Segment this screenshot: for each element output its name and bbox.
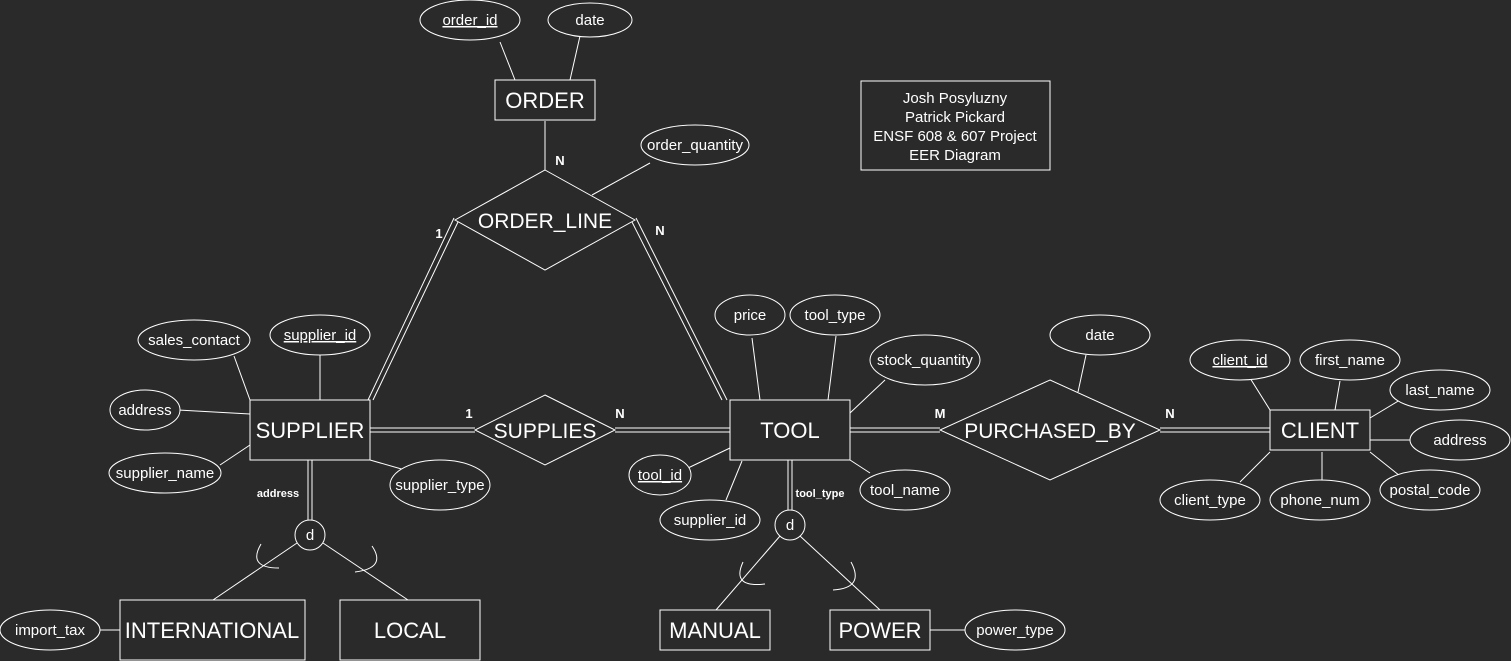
card-supplier-supplies: 1: [465, 406, 472, 421]
note-line-2: Patrick Pickard: [905, 109, 1005, 126]
card-client-purchased: N: [1165, 406, 1174, 421]
attribute-power-type: power_type: [964, 609, 1066, 651]
relationship-purchased-by: PURCHASED_BY: [938, 379, 1162, 481]
attribute-last-name: last_name: [1389, 369, 1491, 411]
attribute-tool-id-label: tool_id: [638, 467, 682, 484]
entity-client: CLIENT: [1269, 409, 1371, 451]
attribute-sales-contact-label: sales_contact: [148, 332, 241, 349]
tool-disjoint-circle: d: [774, 509, 806, 541]
relationship-purchased-by-label: PURCHASED_BY: [964, 420, 1136, 443]
attribute-supplier-id-label: supplier_id: [284, 327, 357, 344]
card-tool-orderline: N: [655, 223, 664, 238]
attribute-tool-id: tool_id: [628, 454, 692, 496]
attribute-tool-type: tool_type: [789, 294, 881, 336]
entity-manual-label: MANUAL: [669, 618, 761, 643]
attribute-sales-contact: sales_contact: [137, 319, 251, 361]
attribute-client-address: address: [1409, 419, 1511, 461]
attribute-client-type: client_type: [1159, 479, 1261, 521]
entity-client-label: CLIENT: [1281, 418, 1359, 443]
attribute-order-date: date: [547, 2, 633, 38]
card-tool-supplies: N: [615, 406, 624, 421]
attribute-stock-quantity: stock_quantity: [869, 334, 981, 386]
attribute-order-id-label: order_id: [442, 12, 497, 29]
attribute-price-label: price: [734, 307, 767, 324]
entity-power-label: POWER: [838, 618, 921, 643]
entity-supplier: SUPPLIER: [249, 399, 371, 461]
attribute-order-quantity-label: order_quantity: [647, 137, 743, 154]
attribute-tool-name: tool_name: [859, 469, 951, 511]
note-line-1: Josh Posyluzny: [903, 90, 1008, 107]
attribute-postal-code-label: postal_code: [1390, 482, 1471, 499]
relationship-supplies: SUPPLIES: [473, 394, 617, 466]
entity-manual: MANUAL: [659, 609, 771, 651]
attribute-power-type-label: power_type: [976, 622, 1054, 639]
attribute-supplier-name: supplier_name: [108, 452, 222, 494]
entity-power: POWER: [829, 609, 931, 651]
attribute-phone-num: phone_num: [1269, 479, 1371, 521]
attribute-purchase-date: date: [1049, 314, 1151, 356]
author-note: Josh Posyluzny Patrick Pickard ENSF 608 …: [860, 80, 1051, 171]
attribute-client-address-label: address: [1433, 432, 1486, 449]
entity-local: LOCAL: [339, 599, 481, 661]
attribute-tool-supplier-id: supplier_id: [659, 499, 761, 541]
attribute-import-tax: import_tax: [0, 609, 101, 651]
attribute-order-id: order_id: [419, 0, 521, 41]
attribute-postal-code: postal_code: [1379, 469, 1481, 511]
entity-tool-label: TOOL: [760, 418, 820, 443]
note-line-4: EER Diagram: [909, 147, 1001, 164]
attribute-supplier-address-label: address: [118, 402, 171, 419]
attribute-supplier-type: supplier_type: [389, 459, 491, 511]
card-order-orderline: N: [555, 153, 564, 168]
entity-local-label: LOCAL: [374, 618, 446, 643]
entity-international: INTERNATIONAL: [119, 599, 306, 661]
attribute-supplier-id: supplier_id: [269, 314, 371, 356]
attribute-client-id: client_id: [1189, 339, 1291, 381]
card-tool-purchased: M: [935, 406, 946, 421]
attribute-client-type-label: client_type: [1174, 492, 1246, 509]
attribute-import-tax-label: import_tax: [15, 622, 86, 639]
attribute-client-id-label: client_id: [1212, 352, 1267, 369]
relationship-order-line: ORDER_LINE: [453, 169, 637, 271]
attribute-order-quantity: order_quantity: [640, 124, 750, 166]
relationship-supplies-label: SUPPLIES: [494, 420, 597, 443]
connector-lines: [100, 35, 1410, 631]
attribute-price: price: [714, 294, 786, 336]
tool-disjoint-label: d: [786, 517, 794, 534]
note-line-3: ENSF 608 & 607 Project: [873, 128, 1037, 145]
entity-international-label: INTERNATIONAL: [125, 618, 299, 643]
entity-supplier-label: SUPPLIER: [256, 418, 365, 443]
attribute-supplier-name-label: supplier_name: [116, 465, 214, 482]
attribute-last-name-label: last_name: [1405, 382, 1474, 399]
card-supplier-orderline: 1: [435, 226, 442, 241]
attribute-phone-num-label: phone_num: [1280, 492, 1359, 509]
attribute-first-name: first_name: [1299, 339, 1401, 381]
tool-discriminator-label: tool_type: [796, 488, 845, 500]
entity-order: ORDER: [494, 79, 596, 121]
attribute-first-name-label: first_name: [1315, 352, 1385, 369]
attribute-supplier-type-label: supplier_type: [395, 477, 484, 494]
supplier-disjoint-label: d: [306, 527, 314, 544]
attribute-order-date-label: date: [575, 12, 604, 29]
entity-order-label: ORDER: [505, 88, 584, 113]
entity-tool: TOOL: [729, 399, 851, 461]
attribute-stock-quantity-label: stock_quantity: [877, 352, 973, 369]
attribute-supplier-address: address: [109, 389, 181, 431]
supplier-discriminator-label: address: [257, 488, 299, 500]
supplier-disjoint-circle: d: [294, 519, 326, 551]
attribute-tool-supplier-id-label: supplier_id: [674, 512, 747, 529]
relationship-order-line-label: ORDER_LINE: [478, 210, 612, 233]
attribute-tool-type-label: tool_type: [805, 307, 866, 324]
attribute-tool-name-label: tool_name: [870, 482, 940, 499]
attribute-purchase-date-label: date: [1085, 327, 1114, 344]
